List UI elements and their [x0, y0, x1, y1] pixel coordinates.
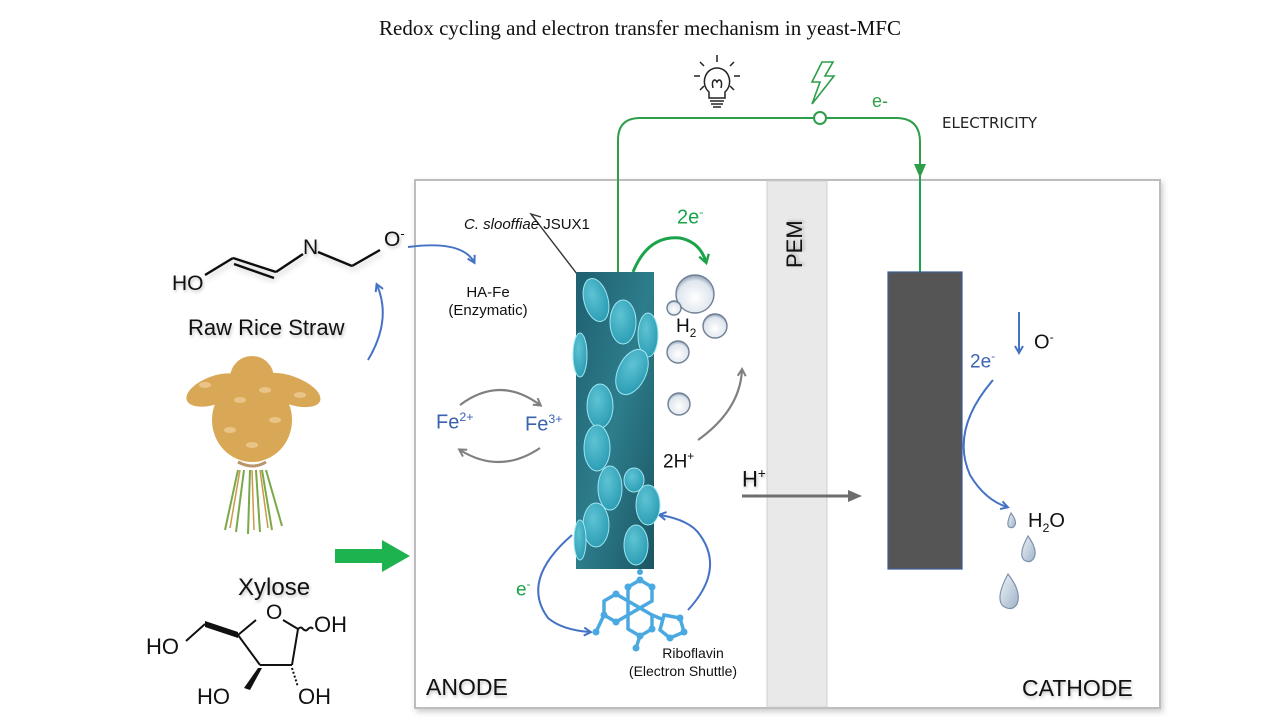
xylose-wedge [205, 621, 238, 638]
riboflavin-label: Riboflavin (Electron Shuttle) [608, 644, 758, 680]
xylose-structure [185, 619, 314, 688]
xylose-oh-bottom: OH [298, 684, 331, 709]
humic-n-label: N [303, 236, 319, 259]
riboflavin-subtitle: (Electron Shuttle) [628, 663, 738, 679]
fe2-charge: 2+ [459, 410, 474, 424]
two-h-charge: + [687, 450, 695, 463]
humic-to-hafe-arrow [407, 244, 474, 262]
h-plus-charge: + [757, 466, 766, 481]
two-h-base: 2H [663, 451, 688, 473]
pem-membrane [766, 180, 828, 708]
h2o-sub: 2 [1042, 521, 1050, 535]
xylose-ring-o: O [266, 601, 283, 624]
cathode-2e-label: 2e- [970, 350, 995, 373]
ha-fe-label: HA-Fe (Enzymatic) [438, 284, 538, 320]
organism-pointer-arrowhead [529, 212, 542, 223]
anode-2e-base: 2e [677, 206, 700, 229]
anode-e-base: e [516, 579, 527, 601]
h2o-o: O [1049, 510, 1065, 532]
lightning-bolt-icon [810, 61, 836, 105]
xylose-oh-top: OH [314, 612, 347, 637]
circuit-node [813, 111, 827, 125]
xylose-ho-bottom: HO [197, 684, 230, 709]
humic-ho-label: HO [172, 272, 204, 295]
h-plus-label: H+ [742, 466, 766, 492]
riboflavin-title: Riboflavin [662, 645, 724, 661]
fe2-base: Fe [436, 411, 460, 434]
h2-label: H2 [676, 316, 696, 340]
riboflavin-to-yeast-arrow [660, 515, 712, 611]
external-circuit-wire [617, 117, 921, 272]
xylose-label: Xylose [238, 574, 311, 601]
xylose-wedge [244, 668, 262, 690]
humic-o-charge: - [400, 226, 405, 241]
organism-genus: C. slooffiae [464, 216, 540, 233]
riboflavin-atoms [592, 569, 688, 652]
proton-to-h2-arrow [697, 370, 742, 441]
o-minus-base: O [1034, 331, 1050, 354]
fe3-charge: 3+ [548, 412, 563, 426]
two-h-plus-label: 2H+ [663, 450, 694, 473]
h2-base: H [676, 316, 690, 337]
electron-to-riboflavin-arrow [537, 534, 590, 632]
o-minus-charge: - [1049, 330, 1054, 344]
anode-e-minus-label: e- [516, 578, 531, 601]
h2-sub: 2 [689, 326, 697, 340]
fe2-label: Fe2+ [436, 410, 473, 435]
h-plus-base: H [742, 466, 758, 492]
ha-fe-title: HA-Fe [466, 284, 510, 301]
cathode-label: CATHODE [1022, 675, 1133, 701]
cathode-electron-arrow [962, 379, 1007, 507]
rice-straw-image [186, 356, 321, 535]
anode-2e-charge: - [699, 205, 704, 219]
anode-label: ANODE [426, 674, 508, 700]
circuit-electron-label: e- [872, 91, 889, 111]
h2o-h: H [1028, 510, 1043, 532]
hydrogen-bubbles [666, 274, 728, 416]
water-droplets [999, 511, 1036, 610]
electricity-label: ELECTRICITY [942, 114, 1038, 132]
lightbulb-icon [694, 55, 740, 108]
o-minus-label: O- [1034, 330, 1054, 355]
h2o-label: H2O [1028, 510, 1065, 535]
pem-text: PEM [782, 220, 807, 268]
organism-strain: JSUX1 [543, 216, 590, 233]
circuit-arrowhead [914, 164, 926, 178]
feed-arrow [335, 540, 410, 572]
rice-to-humic-arrow [367, 285, 384, 361]
cathode-electrode [887, 271, 963, 570]
fe2-to-fe3-arrow [459, 388, 540, 405]
fe3-base: Fe [525, 413, 549, 436]
humic-o-text: O [384, 228, 401, 251]
cathode-2e-base: 2e [970, 351, 992, 373]
anode-2e-arrow [631, 236, 706, 273]
ha-fe-subtitle: (Enzymatic) [448, 302, 528, 319]
humic-o-label: O- [384, 226, 405, 252]
anode-2e-label: 2e- [677, 205, 703, 230]
anode-e-charge: - [526, 578, 531, 591]
diagram-title: Redox cycling and electron transfer mech… [379, 16, 901, 40]
humic-acid-structure [204, 248, 381, 280]
raw-rice-straw-label: Raw Rice Straw [188, 315, 345, 340]
cathode-2e-charge: - [991, 350, 996, 363]
yeast-anode-electrode [572, 272, 661, 569]
xylose-ho-left: HO [146, 634, 179, 659]
fe3-to-fe2-arrow [460, 447, 541, 464]
organism-label: C. slooffiae JSUX1 [464, 216, 590, 233]
fe3-label: Fe3+ [525, 412, 562, 437]
